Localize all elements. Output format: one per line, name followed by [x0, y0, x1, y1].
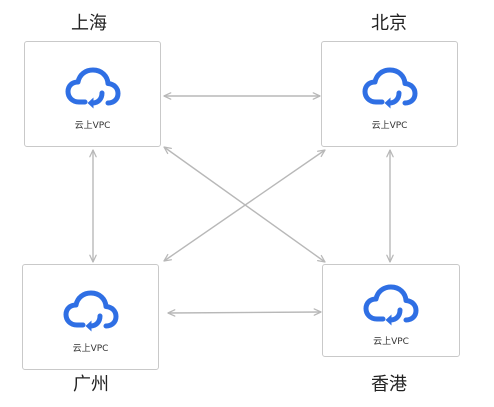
vpc-label: 云上VPC	[74, 121, 111, 131]
city-label-hongkong: 香港	[371, 374, 407, 395]
vpc-label: 云上VPC	[72, 344, 109, 354]
cloud-sync-icon	[63, 290, 118, 332]
connector-beijing-guangzhou	[163, 149, 326, 262]
city-label-shanghai: 上海	[71, 13, 107, 34]
vpc-label: 云上VPC	[373, 337, 409, 347]
vpc-box-guangzhou[interactable]: 云上VPC	[22, 264, 159, 370]
cloud-sync-icon	[363, 284, 419, 326]
connector-guangzhou-hongkong	[167, 308, 322, 317]
city-label-beijing: 北京	[371, 13, 407, 34]
cloud-sync-icon	[362, 67, 417, 109]
vpc-box-hongkong[interactable]: 云上VPC	[322, 264, 460, 357]
vpc-label: 云上VPC	[371, 121, 408, 131]
cloud-sync-icon	[65, 67, 120, 109]
vpc-box-beijing[interactable]: 云上VPC	[321, 41, 458, 147]
city-label-guangzhou: 广州	[73, 374, 109, 395]
vpc-box-shanghai[interactable]: 云上VPC	[24, 41, 161, 147]
